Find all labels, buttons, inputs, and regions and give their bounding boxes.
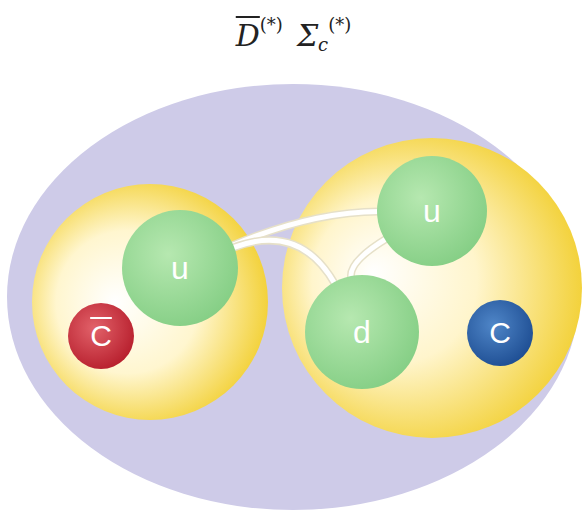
formula-part: (*) — [328, 14, 351, 35]
up-quark: u — [122, 210, 238, 326]
title-formula: D(*)Σc(*) — [0, 14, 587, 55]
up-quark: u — [377, 156, 487, 266]
quark-label: u — [171, 250, 189, 287]
quark-label: u — [423, 193, 441, 230]
formula-part: D — [236, 18, 260, 53]
quark-label: C — [90, 319, 112, 353]
meson-circle — [32, 184, 268, 420]
gluon-line — [232, 240, 335, 284]
quark-label: d — [353, 314, 371, 351]
quark-label: C — [489, 316, 511, 350]
formula-part: c — [318, 34, 328, 55]
charm-quark: C — [467, 300, 533, 366]
anticharm-quark: C — [68, 303, 134, 369]
formula-part: Σ — [297, 18, 318, 53]
gluon-line — [351, 239, 387, 279]
down-quark: d — [305, 275, 419, 389]
baryon-circle — [282, 138, 582, 438]
formula-part: (*) — [260, 14, 283, 35]
